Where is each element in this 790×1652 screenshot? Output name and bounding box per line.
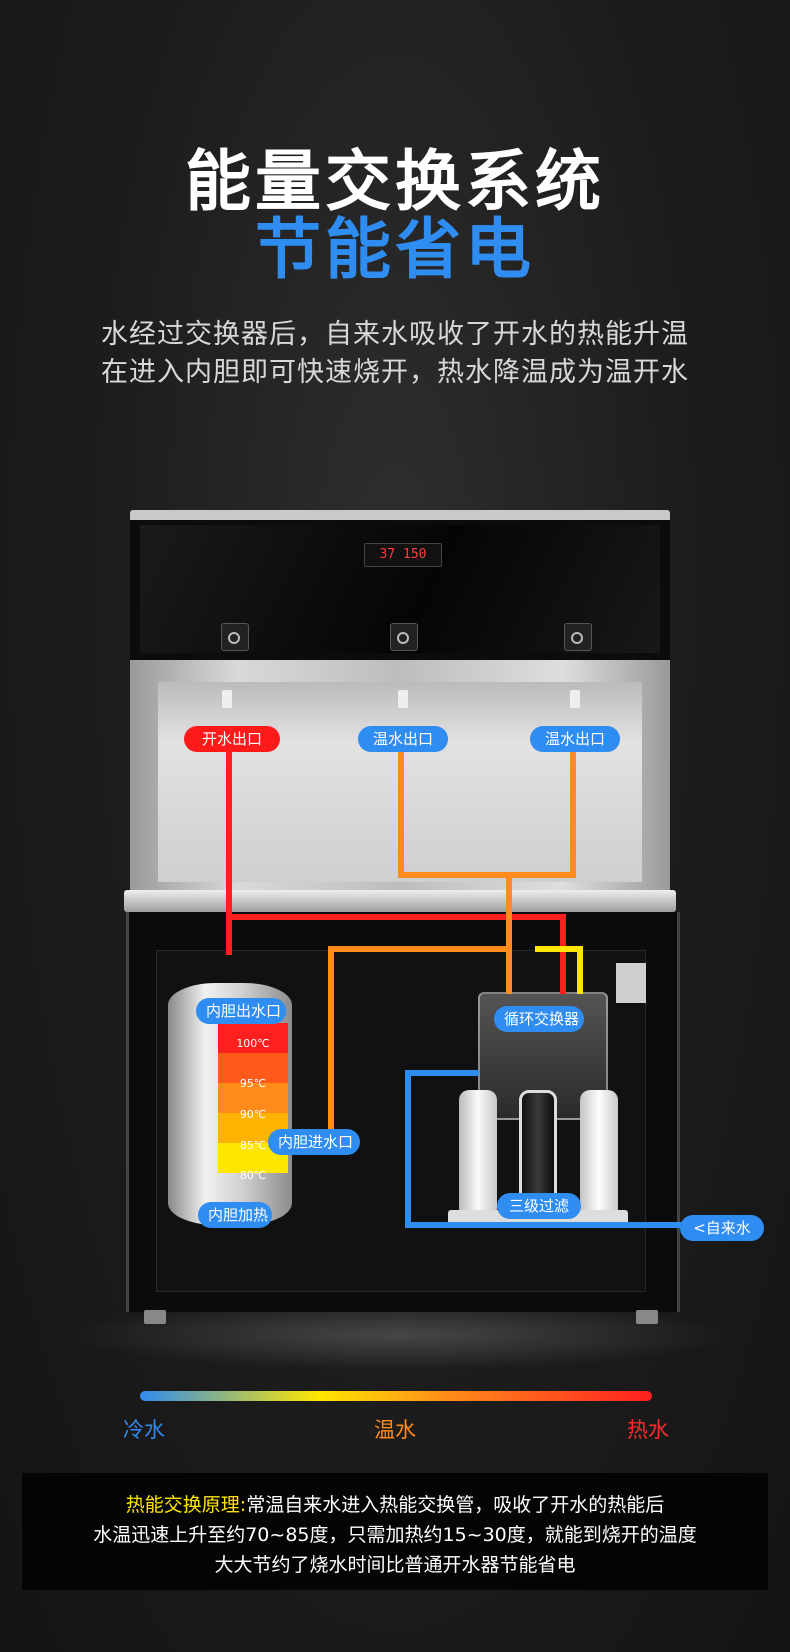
warm-pipe-down — [506, 872, 512, 994]
page-title: 能量交换系统 — [185, 143, 605, 220]
page-subtitle: 节能省电 — [255, 211, 535, 288]
info-box — [22, 1473, 768, 1590]
temperature-gradient-bar — [140, 1391, 652, 1401]
hot-pipe-horizontal — [226, 914, 566, 920]
drip-tray — [124, 890, 676, 912]
cold-pipe-left — [405, 1070, 411, 1228]
label-exchanger: 循环交换器 — [494, 1006, 584, 1032]
info-line-1-text: 常温自来水进入热能交换管，吸收了开水的热能后 — [246, 1494, 665, 1516]
info-highlight: 热能交换原理: — [125, 1494, 247, 1516]
label-warm-outlet-1: 温水出口 — [358, 726, 448, 752]
warm-pipe-join — [398, 872, 576, 878]
warm-water-button-1[interactable] — [390, 623, 418, 651]
tank-band-90 — [218, 1083, 288, 1113]
hot-pipe-exchanger-drop — [560, 914, 566, 994]
description-line-1: 水经过交换器后，自来水吸收了开水的热能升温 — [101, 319, 689, 350]
hot-faucet — [222, 690, 232, 708]
warm-pipe-to-tank — [328, 946, 512, 952]
info-line-3: 大大节约了烧水时间比普通开水器节能省电 — [214, 1554, 576, 1576]
warm-pipe-tank-inlet — [328, 946, 334, 1136]
mid-pipe-top — [535, 946, 583, 952]
warm-pipe-left — [398, 730, 404, 878]
label-tank-outlet: 内胆出水口 — [196, 998, 286, 1024]
tank-band-100 — [218, 1023, 288, 1053]
tank-band-95 — [218, 1053, 288, 1083]
label-filter: 三级过滤 — [497, 1193, 581, 1219]
warm-pipe-right — [570, 730, 576, 878]
mid-pipe-drop — [577, 946, 583, 994]
info-line-1: 热能交换原理:常温自来水进入热能交换管，吸收了开水的热能后 — [22, 1490, 768, 1517]
warm-faucet-1 — [398, 690, 408, 708]
scale-warm: 温水 — [374, 1418, 416, 1442]
machine-foot-right — [636, 1310, 658, 1324]
label-hot-outlet: 开水出口 — [184, 726, 280, 752]
label-tap-water: <自来水 — [680, 1215, 764, 1241]
temp-label-90: 90℃ — [239, 1108, 267, 1121]
hot-water-button[interactable] — [221, 623, 249, 651]
temp-label-100: 100℃ — [236, 1037, 270, 1050]
spec-plate — [616, 963, 646, 1003]
warm-water-button-2[interactable] — [564, 623, 592, 651]
cold-pipe-top — [405, 1070, 479, 1076]
warm-faucet-2 — [570, 690, 580, 708]
hot-pipe-vertical — [226, 728, 232, 955]
scale-cold: 冷水 — [123, 1418, 165, 1442]
temp-label-80: 80℃ — [239, 1169, 267, 1182]
temp-label-95: 95℃ — [239, 1077, 267, 1090]
temperature-display: 37 150 — [364, 543, 442, 567]
machine-foot-left — [144, 1310, 166, 1324]
description-line-2: 在进入内胆即可快速烧开，热水降温成为温开水 — [101, 357, 689, 388]
label-tank-inlet: 内胆进水口 — [268, 1129, 360, 1155]
label-warm-outlet-2: 温水出口 — [530, 726, 620, 752]
filter-stage-3 — [580, 1090, 618, 1218]
filter-stage-1 — [459, 1090, 497, 1218]
scale-hot: 热水 — [627, 1418, 669, 1442]
cold-pipe-bottom — [405, 1222, 685, 1228]
temp-label-85: 85℃ — [239, 1139, 267, 1152]
label-tank-heating: 内胆加热 — [198, 1202, 272, 1228]
info-line-2: 水温迅速上升至约70~85度，只需加热约15~30度，就能到烧开的温度 — [93, 1524, 697, 1546]
